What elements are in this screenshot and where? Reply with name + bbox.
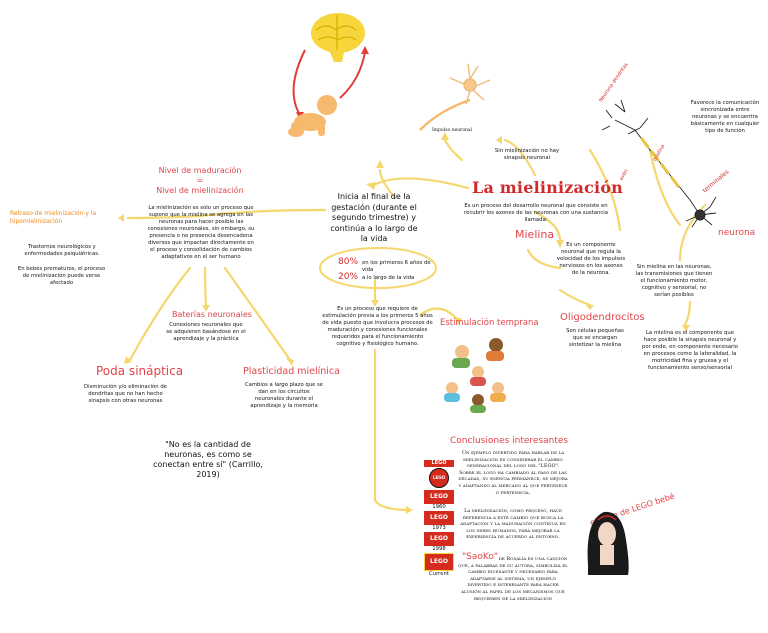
inicia-text: Inicia al final de la gestación (durante…: [330, 192, 418, 243]
sin-mielina-desc: Sin mielina en las neuronas, las transmi…: [635, 264, 713, 298]
lego-logo-1: LEGO: [424, 460, 454, 467]
pct2-text: a lo largo de la vida: [362, 275, 415, 281]
nivel-desc: La mielinización es solo un proceso que …: [147, 205, 255, 260]
mielina-label: Mielina: [515, 228, 555, 241]
poda-title: Poda sináptica: [96, 364, 184, 378]
pct2-value: 20%: [338, 272, 359, 282]
quote-text: "No es la cantidad de neuronas, es como …: [153, 440, 263, 479]
plasticidad-title: Plasticidad mielínica: [243, 366, 340, 377]
nivel-eq: =: [196, 176, 204, 185]
lego-logo-2: LEGO: [429, 468, 449, 488]
main-title: La mielinización: [472, 178, 624, 197]
mielina-desc: Es un componente neuronal que regula la …: [556, 242, 626, 276]
mielina-componente-text: La mielina es el componente que hace pos…: [642, 330, 738, 371]
lego-logo-3: LEGO: [424, 490, 454, 504]
favorece-text: Favorece la comunicación sincronizada en…: [690, 100, 760, 134]
retraso-title: Retraso de mielinización y la hipomielin…: [10, 210, 97, 225]
pct1-text: en los primeros 6 años de vida: [362, 260, 431, 273]
nivel-line2: Nivel de mielinización: [156, 186, 244, 195]
retraso-desc2: En bebés prematuros, el proceso de mieli…: [17, 266, 106, 286]
lego-year-4: 1973: [432, 525, 446, 531]
impulso-label: Impulso neuronal: [432, 128, 473, 133]
lego-year-3: 1960: [432, 504, 446, 510]
saoko-label: "SaoKo": [462, 552, 498, 562]
lego-logos: LEGO LEGO LEGO 1960 LEGO 1973 LEGO 1998 …: [424, 460, 454, 578]
poda-desc: Disminución y/o eliminación de dendritas…: [84, 384, 167, 404]
sin-mielinizacion-text: Sin mielinización no hay sinapsis neuron…: [494, 148, 560, 161]
pct1-value: 80%: [338, 257, 359, 267]
lego-year-5: 1998: [432, 546, 446, 552]
baterias-desc: Conexiones neuronales que se adquieren b…: [166, 322, 246, 342]
baterias-title: Baterías neuronales: [172, 310, 252, 319]
lego-year-6: Current: [429, 571, 449, 577]
lego-logo-5: LEGO: [424, 532, 454, 546]
definition-text: Es un proceso del desarrollo neuronal qu…: [464, 203, 608, 223]
plasticidad-desc: Cambios a largo plazo que se dan en los …: [244, 382, 324, 409]
oligo-title: Oligodendrocitos: [560, 312, 645, 323]
retraso-desc1: Trastornos neurológicos y enfermedades p…: [24, 244, 100, 257]
conclusions-title: Conclusiones interesantes: [450, 436, 569, 446]
conclusions-p3: de Rosalía es una canción que, a palabra…: [458, 556, 568, 602]
neurona-label: neurona: [718, 228, 756, 238]
conclusions-p2: La mielinización, como proceso, hace ref…: [460, 508, 566, 541]
nivel-line1: Nivel de maduración: [158, 166, 242, 175]
conclusions-p1: Un ejemplo divertido para hablar de la m…: [458, 450, 568, 496]
lego-logo-4: LEGO: [424, 511, 454, 525]
lego-logo-6: LEGO: [424, 553, 454, 571]
oligo-desc: Son células pequeñas que se encargan sin…: [566, 328, 624, 348]
estimulacion-title: Estimulación temprana: [440, 318, 539, 328]
proceso-text: Es un proceso que requiere de estimulaci…: [322, 306, 433, 347]
nivel-maduracion: Nivel de maduración = Nivel de mieliniza…: [150, 166, 250, 196]
